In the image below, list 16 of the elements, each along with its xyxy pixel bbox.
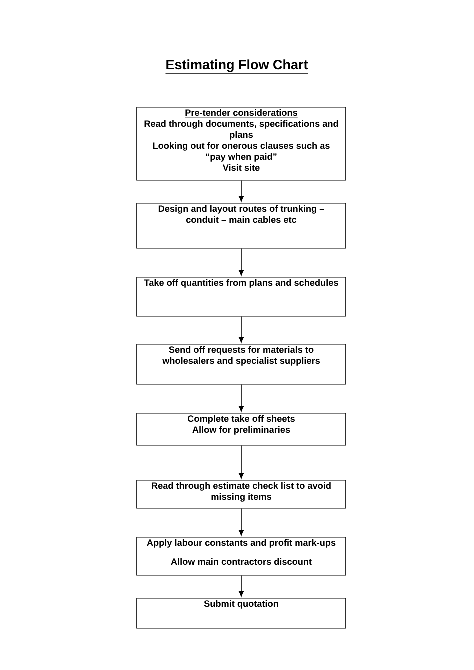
process-box: Send off requests for materials to wholesalers and specialist suppliers [136, 344, 346, 385]
process-box: Submit quotation [136, 598, 346, 629]
arrow [238, 445, 244, 479]
title: Estimating Flow Chart [166, 60, 308, 74]
process-box: Design and layout routes of trunking – conduit – main cables etc [136, 203, 346, 249]
arrow [238, 316, 244, 343]
process-box: Take off quantities from plans and schedules [136, 277, 346, 317]
process-box: Complete take off sheets Allow for preliminaries [136, 413, 346, 446]
arrow [238, 180, 244, 202]
process-box: Pre-tender considerations Read through documents, specifications and plans Looking out for onerous clauses such as “pay when paid” Visit site [136, 107, 346, 181]
arrow [238, 384, 244, 412]
process-box: Apply labour constants and profit mark-ups Allow main contractors discount [136, 537, 346, 576]
arrow [238, 508, 244, 536]
arrow [238, 248, 244, 276]
arrow [238, 575, 244, 597]
process-box: Read through estimate check list to avoid missing items [136, 480, 346, 509]
